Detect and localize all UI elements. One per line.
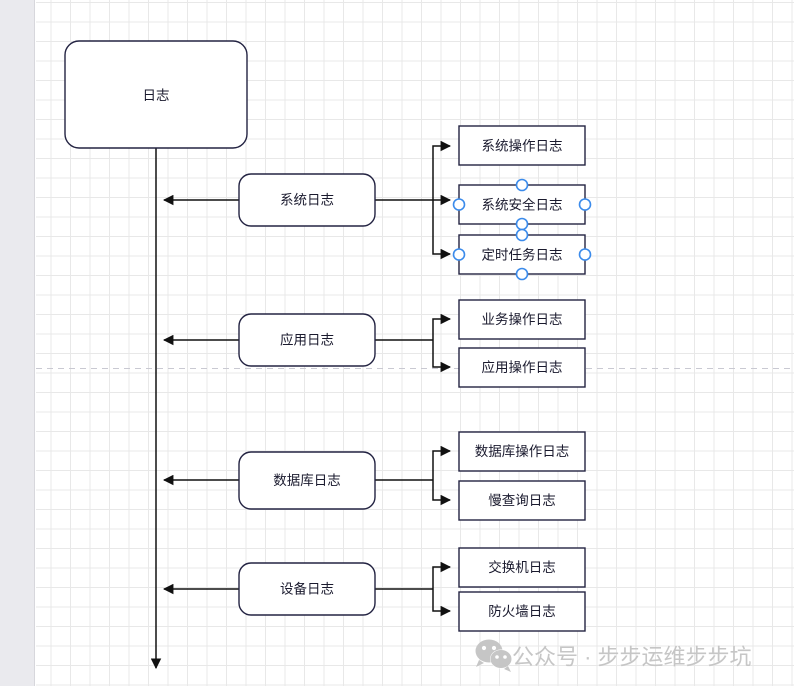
edge-branch-0-child-2[interactable]	[432, 200, 452, 260]
node-branch-2-child-1-label: 慢查询日志	[488, 492, 556, 508]
resize-handle-left[interactable]	[452, 248, 466, 261]
watermark-text: 公众号 · 步步运维步步坑	[512, 645, 752, 670]
resize-handle-top[interactable]	[515, 178, 529, 192]
node-branch-2[interactable]: 数据库日志	[238, 451, 376, 510]
node-branch-0-child-2-label: 定时任务日志	[482, 248, 563, 263]
node-branch-1-child-1-label: 应用操作日志	[482, 359, 563, 375]
edge-branch-1-child-0[interactable]	[432, 313, 452, 340]
node-branch-1[interactable]: 应用日志	[238, 313, 376, 367]
edge-branch-1-child-1[interactable]	[432, 340, 452, 373]
edge-branch-0-child-0[interactable]	[432, 140, 452, 200]
resize-handle-bottom[interactable]	[515, 267, 529, 281]
node-branch-2-child-0[interactable]: 数据库操作日志	[458, 431, 586, 472]
resize-handle-top[interactable]	[515, 228, 529, 242]
node-root-label: 日志	[143, 88, 170, 103]
node-branch-3-child-0-label: 交换机日志	[488, 559, 556, 575]
node-root[interactable]: 日志	[64, 40, 248, 149]
watermark: 公众号 · 步步运维步步坑	[475, 639, 752, 672]
edge-branch-2-child-1[interactable]	[432, 480, 452, 506]
node-branch-1-label: 应用日志	[280, 332, 334, 348]
edge-branch-3-child-0[interactable]	[432, 561, 452, 589]
node-branch-0-child-0[interactable]: 系统操作日志	[458, 125, 586, 166]
node-branch-3-child-1-label: 防火墙日志	[488, 604, 556, 619]
edge-branch-3-child-1[interactable]	[432, 589, 452, 617]
node-branch-1-child-0[interactable]: 业务操作日志	[458, 299, 586, 340]
resize-handle-bottom[interactable]	[515, 217, 529, 231]
node-branch-2-label: 数据库日志	[273, 473, 341, 488]
node-branch-1-child-0-label: 业务操作日志	[482, 312, 563, 327]
node-branch-0-label: 系统日志	[280, 193, 334, 208]
edge-branch-2-child-0[interactable]	[432, 445, 452, 480]
node-branch-2-child-0-label: 数据库操作日志	[475, 444, 570, 459]
wechat-icon	[475, 639, 512, 672]
resize-handle-right[interactable]	[578, 198, 592, 211]
node-branch-2-child-1[interactable]: 慢查询日志	[458, 480, 586, 521]
selection-handles-branch-0-child-2[interactable]	[452, 228, 592, 281]
node-branch-0-child-1-label: 系统安全日志	[482, 197, 563, 213]
left-gutter-strip	[0, 0, 35, 686]
node-branch-0[interactable]: 系统日志	[238, 173, 376, 227]
node-branch-3-child-1[interactable]: 防火墙日志	[458, 591, 586, 632]
selection-handles-branch-0-child-1[interactable]	[452, 178, 592, 231]
node-branch-1-child-1[interactable]: 应用操作日志	[458, 347, 586, 388]
resize-handle-left[interactable]	[452, 198, 466, 211]
node-branch-0-child-2[interactable]: 定时任务日志	[458, 234, 586, 275]
node-branch-3-child-0[interactable]: 交换机日志	[458, 547, 586, 588]
node-branch-3[interactable]: 设备日志	[238, 562, 376, 616]
node-branch-3-label: 设备日志	[280, 581, 334, 597]
node-branch-0-child-0-label: 系统操作日志	[482, 139, 563, 154]
resize-handle-right[interactable]	[578, 248, 592, 261]
